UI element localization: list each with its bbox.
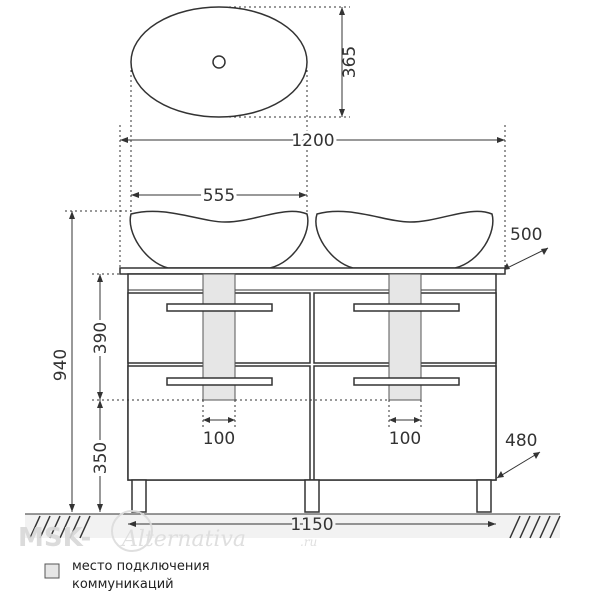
leg-height-label: 350 [91,442,111,474]
dimension-cabinet-width: 1150 [128,512,496,538]
cabinet-depth-label: 480 [505,431,537,451]
floor [25,513,561,539]
watermark-suffix: .ru [300,535,317,549]
watermark-script: Alternativa [120,527,246,552]
basin-top-view [130,6,308,118]
dimension-worktop-depth: 500 [502,225,549,271]
dimension-basin-depth: 365 [219,6,360,118]
connection-left-label: 100 [203,429,235,449]
handle-lower-right [353,377,460,386]
basin-width-label: 555 [203,186,235,206]
dimension-connection-left: 100 [202,400,236,449]
legend-line-2: коммуникаций [72,577,174,592]
handle-upper-right [353,303,460,312]
dimension-total-height: 940 [48,210,131,512]
legend: место подключения коммуникаций [44,559,210,592]
dimension-leg-height: 350 [88,400,114,512]
cabinet-width-label: 1150 [290,515,333,535]
leg-1 [131,479,147,513]
connection-zone-legend-swatch [44,563,60,579]
dimension-basin-width: 555 [131,183,307,209]
dimension-total-width: 1200 [119,70,506,268]
legend-line-1: место подключения [72,559,210,574]
basin-depth-label: 365 [340,46,360,78]
connection-right-label: 100 [389,429,421,449]
basin-front-left [129,210,309,269]
cabinet [127,273,497,513]
dimension-drawer-height: 390 [88,273,389,401]
total-width-label: 1200 [291,131,334,151]
handle-lower-left [166,377,273,386]
total-height-label: 940 [51,349,71,381]
drain-hole-icon [212,55,226,69]
drawer-height-label: 390 [91,322,111,354]
leg-2 [304,479,320,513]
dimension-cabinet-depth: 480 [496,431,541,479]
watermark-brand: MSK- [18,523,91,553]
basin-front-right [315,210,494,269]
worktop [119,267,506,275]
worktop-depth-label: 500 [510,225,542,245]
watermark-logo: MSK- Alternativa .ru [18,510,317,553]
handle-upper-left [166,303,273,312]
leg-3 [476,479,492,513]
dimension-connection-right: 100 [388,400,422,449]
